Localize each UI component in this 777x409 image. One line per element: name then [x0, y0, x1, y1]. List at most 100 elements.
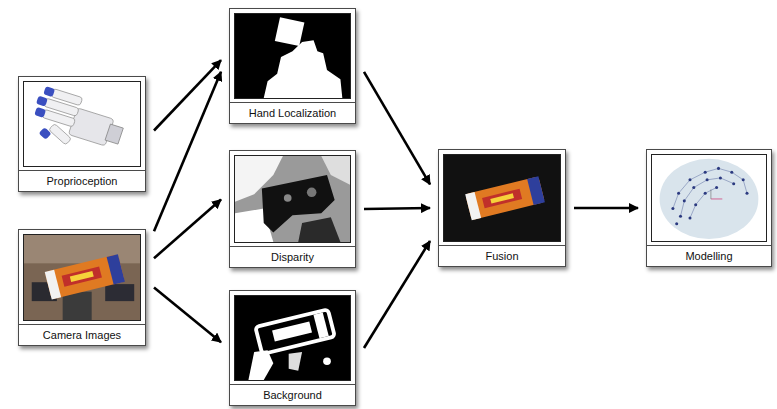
illustration-rect [235, 296, 350, 380]
illustration-circle [692, 186, 695, 189]
illustration-g [465, 176, 545, 220]
illustration-circle [742, 178, 745, 181]
caption-strip: Camera Images [19, 324, 145, 345]
illustration-circle [307, 188, 317, 198]
image-panel: Fusion [438, 149, 566, 267]
flow-arrow [364, 241, 430, 348]
caption-strip: Fusion [439, 245, 565, 266]
illustration-rect [105, 284, 134, 301]
illustration-circle [704, 171, 707, 174]
panel-caption: Background [263, 389, 322, 401]
illustration-circle [715, 186, 718, 189]
illustration-circle [730, 171, 733, 174]
illustration-rect [62, 267, 102, 287]
illustration-circle [704, 192, 707, 195]
illustration-g [26, 85, 129, 161]
illustration-rect [652, 155, 766, 241]
flow-arrow [154, 288, 221, 343]
illustration-rect [235, 156, 350, 242]
illustration-rect [527, 176, 545, 205]
illustration-rect [24, 235, 140, 263]
illustration-rect [107, 254, 125, 284]
caption-strip: Proprioception [19, 170, 145, 191]
camera-photo [23, 234, 141, 321]
illustration-rect [49, 124, 72, 145]
caption-strip: Disparity [230, 246, 355, 267]
image-panel: Camera Images [18, 229, 146, 346]
panel-caption: Hand Localization [249, 107, 336, 119]
panel-caption: Proprioception [47, 175, 118, 187]
illustration-line [711, 198, 722, 199]
panel-caption: Modelling [685, 250, 732, 262]
illustration-rect [24, 82, 140, 166]
illustration-rect [105, 124, 123, 144]
image-panel: Modelling [646, 149, 772, 267]
panel-caption: Disparity [271, 251, 314, 263]
background-mask [234, 295, 351, 381]
illustration-rect [43, 86, 55, 97]
illustration-circle [677, 192, 680, 195]
caption-strip: Hand Localization [230, 102, 355, 123]
illustration-polyline [681, 178, 734, 216]
illustration-rect [465, 176, 545, 220]
fused-object [443, 154, 561, 242]
illustration-circle [679, 215, 682, 218]
illustration-path [248, 350, 273, 380]
illustration-ellipse [660, 159, 759, 239]
robot-hand-render [23, 81, 141, 167]
illustration-circle [719, 176, 722, 179]
caption-strip: Modelling [647, 245, 771, 266]
illustration-rect [465, 192, 481, 220]
illustration-circle [694, 203, 697, 206]
illustration-rect [275, 17, 305, 46]
illustration-rect [482, 189, 522, 208]
image-panel: Disparity [229, 150, 356, 268]
flow-arrow [364, 208, 430, 209]
illustration-rect [39, 127, 52, 140]
illustration-rect [63, 292, 92, 320]
illustration-line [710, 189, 711, 199]
illustration-rect [490, 193, 514, 203]
disparity-map [234, 155, 351, 243]
illustration-circle [675, 222, 678, 225]
image-panel: Background [229, 290, 356, 406]
illustration-rect [444, 155, 560, 241]
flow-arrow [364, 72, 430, 185]
illustration-g [255, 309, 334, 354]
illustration-rect [272, 322, 312, 342]
illustration-rect [45, 254, 125, 299]
illustration-g [671, 167, 748, 225]
flow-arrow [154, 200, 221, 259]
illustration-circle [671, 207, 674, 210]
point-model [651, 154, 767, 242]
image-panel: Proprioception [18, 76, 146, 192]
illustration-rect [42, 109, 76, 127]
illustration-rect [70, 271, 94, 282]
illustration-path [298, 217, 340, 242]
illustration-rect [255, 309, 334, 354]
illustration-path [264, 40, 343, 98]
caption-strip: Background [230, 384, 355, 405]
image-panel: Hand Localization [229, 8, 356, 124]
illustration-polyline [690, 187, 717, 218]
illustration-g [45, 254, 125, 299]
flow-arrow [574, 207, 638, 210]
illustration-path [289, 352, 302, 371]
illustration-circle [284, 194, 292, 202]
illustration-rect [313, 313, 328, 339]
hand-mask [234, 13, 351, 99]
illustration-circle [732, 182, 735, 185]
panel-caption: Fusion [485, 250, 518, 262]
illustration-circle [706, 178, 709, 181]
illustration-rect [235, 14, 350, 98]
illustration-rect [45, 270, 61, 300]
illustration-circle [688, 217, 691, 220]
illustration-circle [683, 199, 686, 202]
illustration-circle [688, 178, 691, 181]
illustration-rect [36, 96, 48, 107]
illustration-rect [24, 235, 140, 320]
illustration-circle [323, 358, 331, 365]
illustration-rect [34, 107, 46, 118]
illustration-circle [745, 192, 748, 195]
illustration-circle [717, 167, 720, 170]
